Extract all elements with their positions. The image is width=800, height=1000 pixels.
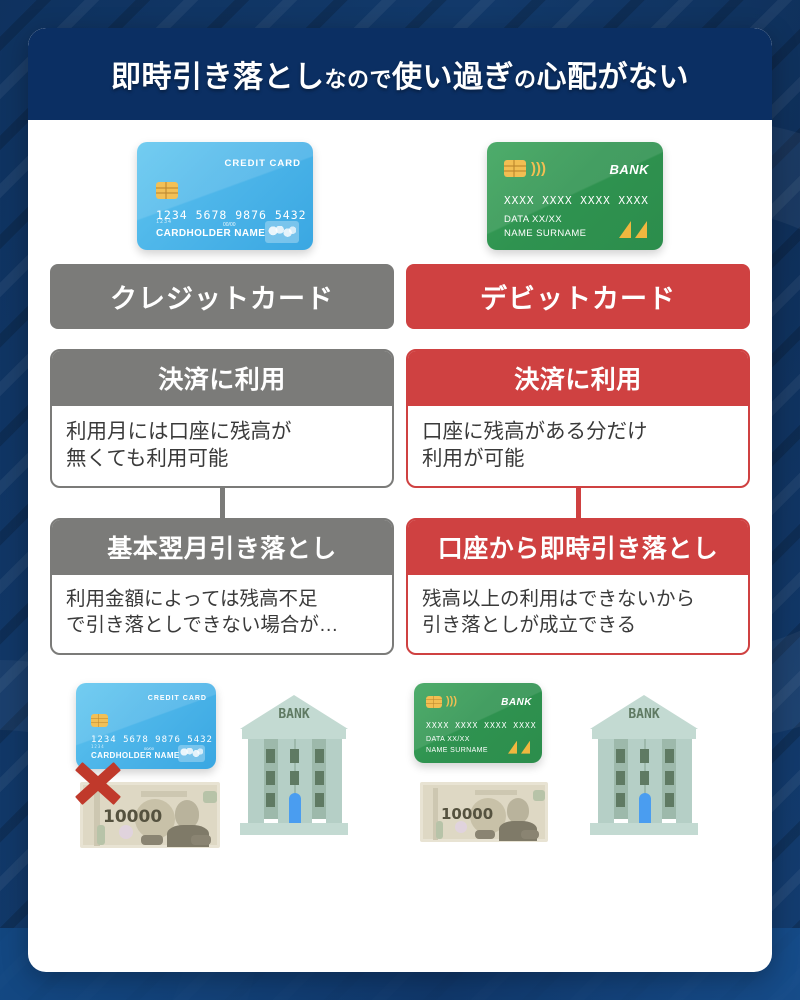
credit-card-number-small: 1234 (156, 219, 173, 225)
title-bar: 即時引き落としなので使い過ぎの心配がない (28, 28, 772, 120)
debit-card-mini-data: DATA XX/XX (426, 735, 470, 743)
contactless-icon: ))) (446, 694, 457, 707)
category-bars-row: クレジットカード デビットカード (50, 264, 750, 329)
debit-step-1-header: 決済に利用 (408, 351, 748, 406)
credit-card-expiry: 00/00 (223, 222, 236, 228)
card-images-row: CREDIT CARD 1234 5678 9876 5432 1234 00/… (50, 120, 750, 258)
credit-card-number: 1234 5678 9876 5432 (156, 208, 307, 222)
bank-building-label: BANK (628, 706, 660, 722)
debit-step-2: 口座から即時引き落とし 残高以上の利用はできないから 引き落としが成立できる (406, 518, 750, 655)
credit-step-1-header: 決済に利用 (52, 351, 392, 406)
debit-card-mini-graphic: ))) BANK XXXX XXXX XXXX XXXX DATA XX/XX … (414, 682, 542, 763)
credit-card-image-wrap: CREDIT CARD 1234 5678 9876 5432 1234 00/… (50, 142, 400, 250)
credit-step-2-body: 利用金額によっては残高不足 で引き落としできない場合が… (52, 575, 392, 652)
main-panel: 即時引き落としなので使い過ぎの心配がない CREDIT CARD 1234 56… (28, 28, 772, 972)
chip-icon (504, 160, 526, 177)
chip-icon (91, 713, 108, 727)
title-segment-4: の (514, 67, 537, 92)
quote-marks-icon (619, 221, 647, 238)
credit-step-2-line-1: 利用金額によっては残高不足 (66, 588, 318, 611)
credit-step-1-line-1: 利用月には口座に残高が (66, 420, 292, 443)
chip-icon (426, 695, 442, 708)
hologram-icon (265, 221, 299, 243)
banknote-allowed: 10000 (420, 781, 548, 842)
title-segment-2: なので (324, 67, 392, 92)
credit-card-mini-expiry: 00/00 (144, 745, 155, 751)
credit-step-2: 基本翌月引き落とし 利用金額によっては残高不足 で引き落としできない場合が… (50, 518, 394, 655)
debit-card-number: XXXX XXXX XXXX XXXX (504, 194, 649, 207)
quote-marks-icon (508, 740, 530, 754)
banknote-value: 10000 (103, 806, 163, 827)
credit-card-mini-label: CREDIT CARD (147, 694, 207, 702)
bank-building-icon: BANK (590, 694, 698, 845)
steps-row: 決済に利用 利用月には口座に残高が 無くても利用可能 基本翌月引き落とし 利用金… (50, 349, 750, 655)
credit-step-1-body: 利用月には口座に残高が 無くても利用可能 (52, 406, 392, 486)
credit-step-1-line-2: 無くても利用可能 (66, 447, 229, 471)
debit-step-1-line-1: 口座に残高がある分だけ (422, 420, 648, 443)
banknote-blocked: 10000 (74, 761, 220, 848)
banknote-graphic: 10000 (420, 781, 548, 842)
bank-building-icon: BANK (240, 694, 348, 845)
hologram-icon (178, 744, 205, 762)
debit-step-1-line-2: 利用が可能 (422, 447, 525, 471)
credit-connector (219, 488, 225, 519)
debit-illustration: ))) BANK XXXX XXXX XXXX XXXX DATA XX/XX … (400, 677, 750, 887)
page-title: 即時引き落としなので使い過ぎの心配がない (111, 52, 689, 96)
credit-card-mini-number: 1234 5678 9876 5432 (91, 734, 213, 745)
credit-card-mini-number-small: 1234 (91, 743, 105, 749)
debit-card-category-bar[interactable]: デビットカード (406, 264, 750, 329)
credit-step-2-header: 基本翌月引き落とし (52, 520, 392, 576)
illustration-row: CREDIT CARD 1234 5678 9876 5432 1234 00/… (50, 677, 750, 887)
credit-card-mini-graphic: CREDIT CARD 1234 5678 9876 5432 1234 00/… (76, 682, 216, 769)
title-segment-1: 即時引き落とし (110, 61, 325, 94)
debit-card-brand: BANK (609, 162, 649, 177)
credit-step-1: 決済に利用 利用月には口座に残高が 無くても利用可能 (50, 349, 394, 489)
credit-card-column: 決済に利用 利用月には口座に残高が 無くても利用可能 基本翌月引き落とし 利用金… (50, 349, 394, 655)
contactless-icon: ))) (531, 160, 546, 177)
debit-card-column: 決済に利用 口座に残高がある分だけ 利用が可能 口座から即時引き落とし 残高以上… (406, 349, 750, 655)
credit-card-label: CREDIT CARD (224, 158, 301, 169)
debit-step-2-header: 口座から即時引き落とし (408, 520, 748, 576)
credit-card-category-bar[interactable]: クレジットカード (50, 264, 394, 329)
debit-step-1: 決済に利用 口座に残高がある分だけ 利用が可能 (406, 349, 750, 489)
bank-building-label: BANK (278, 706, 310, 722)
debit-card-mini-number: XXXX XXXX XXXX XXXX (426, 720, 537, 730)
debit-step-2-line-1: 残高以上の利用はできないから (422, 588, 696, 611)
title-segment-5: 心配がない (536, 61, 690, 94)
debit-connector (575, 488, 581, 519)
credit-illustration: CREDIT CARD 1234 5678 9876 5432 1234 00/… (50, 677, 400, 887)
debit-step-2-line-2: 引き落としが成立できる (422, 613, 637, 636)
credit-step-2-line-2: で引き落としできない場合が… (66, 613, 339, 636)
debit-step-2-body: 残高以上の利用はできないから 引き落としが成立できる (408, 575, 748, 652)
debit-card-name: NAME SURNAME (504, 228, 587, 239)
panel-content: CREDIT CARD 1234 5678 9876 5432 1234 00/… (28, 120, 772, 887)
title-segment-3: 使い過ぎ (392, 61, 514, 94)
debit-card-mini-brand: BANK (501, 696, 532, 708)
banknote-value: 10000 (441, 804, 494, 823)
debit-card-graphic: ))) BANK XXXX XXXX XXXX XXXX DATA XX/XX … (487, 142, 663, 250)
x-mark-icon (72, 756, 124, 808)
chip-icon (156, 182, 178, 199)
debit-step-1-body: 口座に残高がある分だけ 利用が可能 (408, 406, 748, 486)
debit-card-data: DATA XX/XX (504, 214, 563, 225)
credit-card-holder: CARDHOLDER NAME (156, 228, 266, 239)
debit-card-image-wrap: ))) BANK XXXX XXXX XXXX XXXX DATA XX/XX … (400, 142, 750, 250)
debit-card-mini-name: NAME SURNAME (426, 746, 488, 754)
credit-card-graphic: CREDIT CARD 1234 5678 9876 5432 1234 00/… (137, 142, 313, 250)
